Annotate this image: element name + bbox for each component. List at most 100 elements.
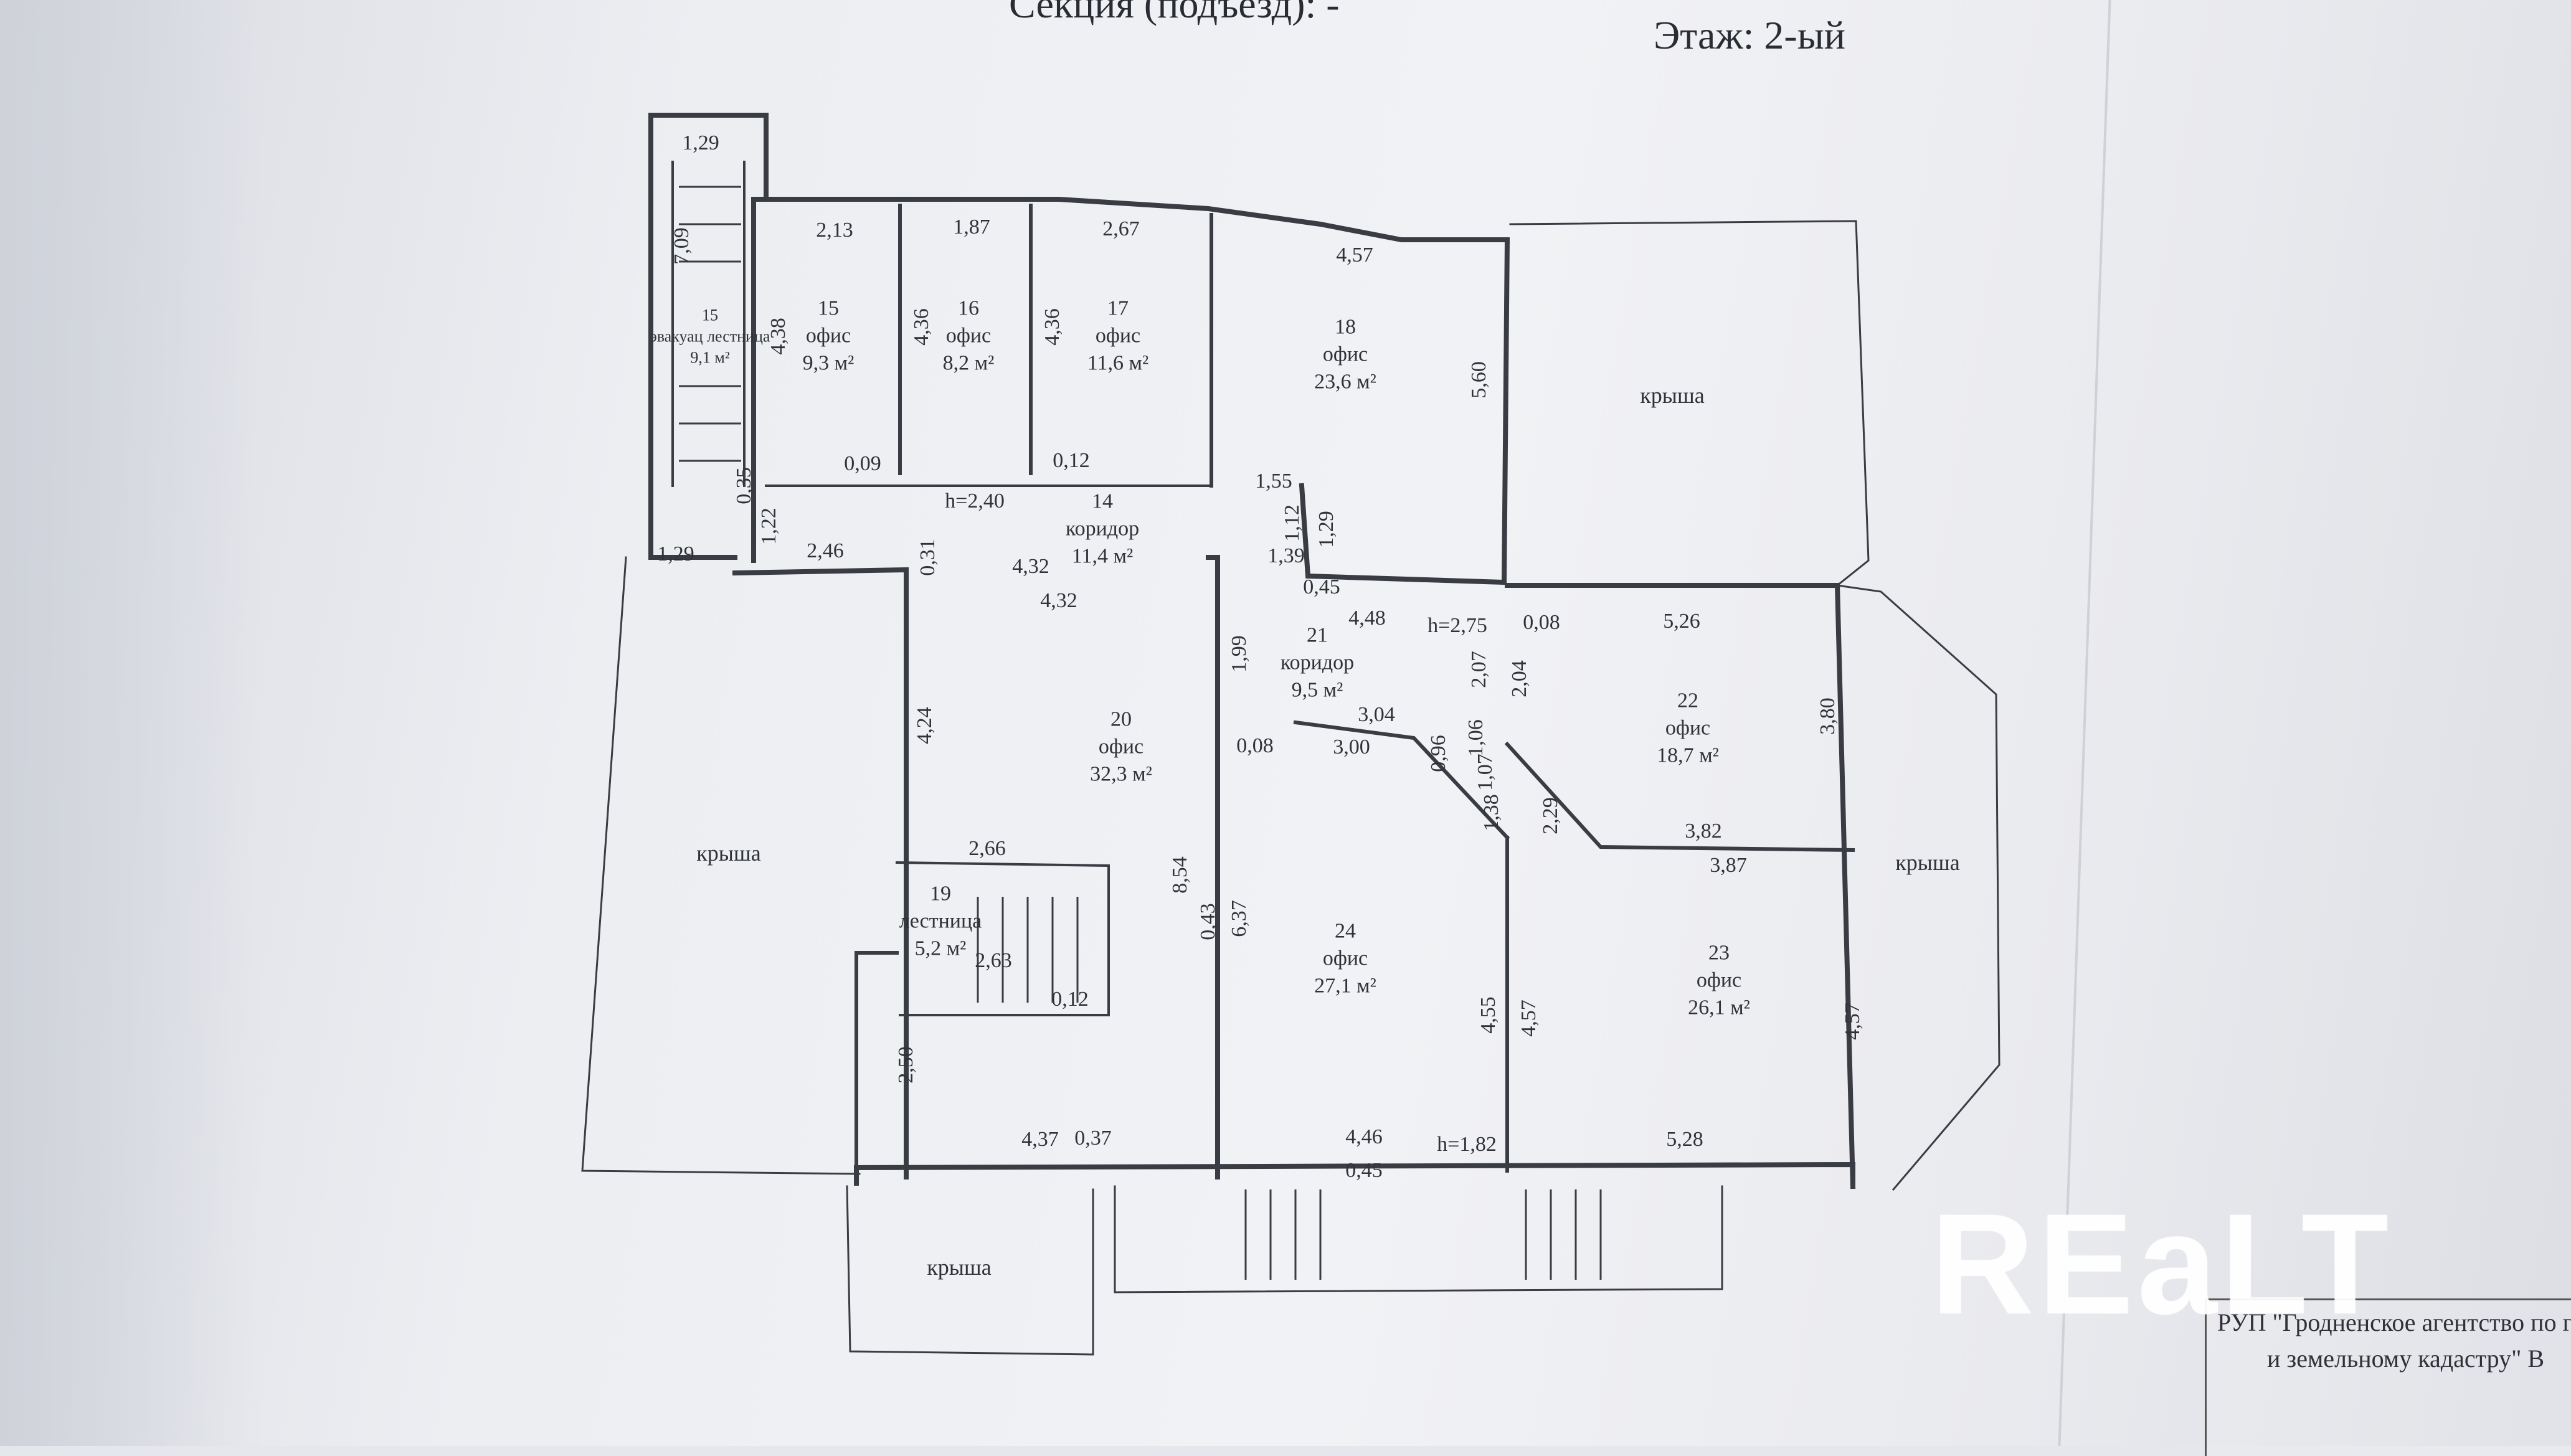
roof-east-outline (1836, 584, 2000, 1191)
room-area: 8,2 м² (942, 352, 995, 376)
dimension-label: 0,08 (1236, 734, 1274, 757)
roof-label: крыша (927, 1255, 992, 1280)
room-number: 15 (818, 296, 839, 320)
room-16: 16 офис 8,2 м² (943, 295, 995, 378)
dimension-label: 4,36 (1041, 308, 1064, 346)
dimension-label: 0,12 (1051, 988, 1089, 1011)
dimension-label: 2,63 (975, 949, 1012, 972)
room-area: 32,3 м² (1090, 763, 1152, 787)
east-wall-22-23 (1834, 582, 1856, 1189)
room-use: офис (1095, 324, 1141, 347)
room-number: 24 (1335, 919, 1356, 943)
dimension-label: 2,66 (968, 837, 1006, 860)
dimension-label: 4,46 (1345, 1125, 1383, 1148)
dimension-label: 1,55 (1255, 470, 1292, 493)
room-number: 17 (1107, 296, 1129, 320)
east-wall-18 (1501, 237, 1510, 585)
dimension-label: 4,37 (1021, 1128, 1059, 1151)
room-number: 19 (930, 882, 951, 905)
evac-stair-wall (648, 113, 769, 560)
height-label: h=2,40 (945, 489, 1005, 513)
stair-19-outline (895, 861, 1110, 1016)
dimension-label: 0,08 (1523, 611, 1560, 634)
dimension-label: 4,24 (913, 707, 936, 744)
dimension-label: 0,31 (916, 539, 939, 576)
room-use: офис (1665, 716, 1711, 740)
dimension-label: 0,45 (1303, 575, 1340, 598)
corridor-south-wall (732, 567, 909, 1179)
room-area: 9,1 м² (690, 347, 730, 366)
room-number: 14 (1091, 489, 1113, 513)
dimension-label: 1,29 (1315, 511, 1338, 548)
wall-22-23 (1504, 741, 1855, 853)
room-14: 14 коридор 11,4 м² (1066, 488, 1139, 571)
agency-name-line1: РУП "Гродненское агентство по го (2217, 1308, 2571, 1336)
dimension-label: 1,29 (682, 131, 719, 154)
dimension-label: 2,50 (894, 1046, 917, 1084)
dimension-label: 4,57 (1841, 1003, 1864, 1040)
dimension-label: 4,36 (910, 308, 933, 346)
dimension-label: 1,12 (1281, 504, 1304, 542)
room-number: 15 (701, 306, 718, 324)
page-shadow (0, 0, 262, 1446)
dimension-label: 1,39 (1267, 544, 1305, 567)
dimension-label: 4,57 (1336, 243, 1373, 267)
room-use: офис (1098, 735, 1144, 759)
room-18: 18 офис 23,6 м² (1314, 314, 1376, 397)
dimension-label: 2,07 (1467, 651, 1490, 688)
dimension-label: 0,45 (1345, 1159, 1383, 1182)
dimension-label: 5,60 (1467, 361, 1490, 399)
room-use: эвакуац лестница (650, 327, 770, 346)
room-22: 22 офис 18,7 м² (1657, 688, 1719, 770)
dimension-label: 2,04 (1508, 660, 1531, 697)
dimension-label: 3,04 (1358, 703, 1395, 726)
room-number: 18 (1335, 315, 1356, 339)
room-number: 20 (1110, 707, 1132, 731)
dimension-label: 0,12 (1053, 449, 1090, 472)
room-area: 9,5 м² (1291, 679, 1343, 702)
section-label: Секция (подъезд): - (1009, 0, 1340, 26)
height-label: h=2,75 (1428, 614, 1487, 637)
room-23: 23 офис 26,1 м² (1688, 940, 1750, 1023)
roof-left-outline (581, 556, 861, 1175)
west-wall-lower (855, 951, 899, 1185)
roof-label: крыша (1640, 383, 1705, 408)
dimension-label: 3,00 (1333, 735, 1370, 759)
roof-bottom-outline (846, 1185, 1094, 1356)
north-wall (751, 197, 1510, 242)
dimension-label: 5,28 (1666, 1128, 1703, 1151)
dimension-label: 3,87 (1710, 854, 1747, 877)
room-area: 11,6 м² (1087, 352, 1149, 376)
height-label: h=1,82 (1437, 1133, 1497, 1156)
room-use: коридор (1065, 517, 1140, 541)
dimension-label: 3,82 (1685, 820, 1722, 843)
wall-21-24 (1293, 720, 1510, 841)
room-use: офис (805, 324, 851, 347)
room-area: 26,1 м² (1688, 996, 1750, 1020)
dimension-label: 1,87 (953, 215, 990, 239)
dimension-label: 1,38 (1480, 794, 1503, 831)
room-use: офис (945, 324, 992, 347)
room-area: 11,4 м² (1071, 545, 1134, 569)
room-24: 24 офис 27,1 м² (1314, 918, 1376, 1001)
dimension-label: 2,67 (1102, 217, 1140, 240)
room-20: 20 офис 32,3 м² (1090, 706, 1152, 789)
dimension-label: 5,26 (1663, 610, 1700, 633)
dimension-label: 1,06 (1464, 719, 1487, 757)
room-17: 17 офис 11,6 м² (1087, 295, 1148, 378)
room-area: 27,1 м² (1314, 975, 1376, 998)
dimension-label: 2,46 (807, 539, 844, 562)
dimension-label: 2,29 (1539, 797, 1562, 834)
dimension-label: 7,09 (670, 227, 693, 265)
dimension-label: 0,09 (844, 452, 881, 475)
wall-21-north (1299, 483, 1507, 585)
room-area: 5,2 м² (914, 937, 967, 961)
roof-right-outline (1509, 220, 1870, 587)
floor-label: Этаж: 2-ый (1654, 13, 1845, 57)
dimension-label: 8,54 (1168, 856, 1191, 894)
dimension-label: 1,29 (657, 542, 694, 565)
dimension-label: 0,37 (1074, 1127, 1112, 1150)
dimension-label: 0,43 (1196, 903, 1219, 940)
